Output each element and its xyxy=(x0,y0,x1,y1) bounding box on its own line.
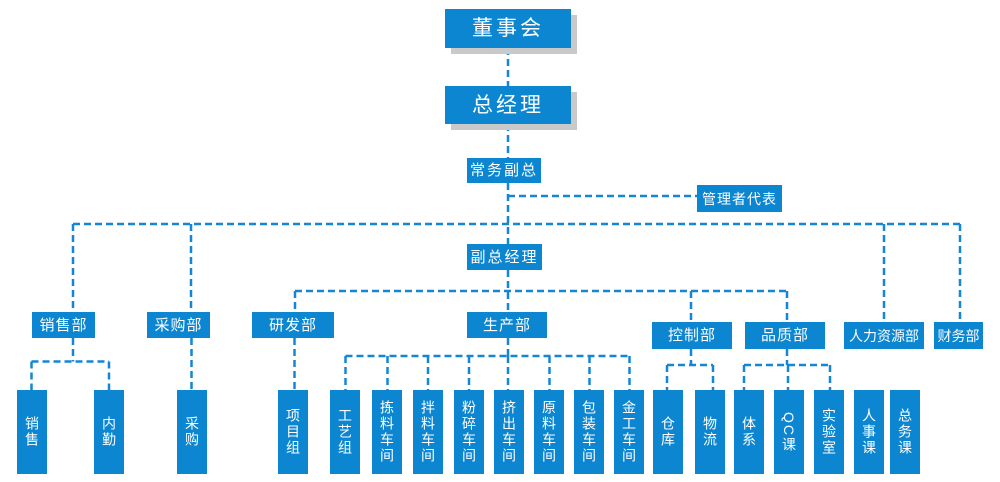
unit-crushing-workshop: 粉碎车间 xyxy=(454,390,484,474)
dept-quality-label: 品质部 xyxy=(760,327,809,344)
unit-packaging-workshop: 包装车间 xyxy=(574,390,604,474)
unit-picking-workshop: 拣料车间 xyxy=(372,390,402,474)
unit-warehouse: 仓库 xyxy=(653,390,683,474)
unit-office-support-label: 内勤 xyxy=(101,416,117,448)
unit-laboratory: 实验室 xyxy=(814,390,844,474)
unit-system: 体系 xyxy=(734,390,764,474)
unit-crushing-workshop-label: 粉碎车间 xyxy=(461,400,477,464)
dept-rnd-label: 研发部 xyxy=(268,316,317,334)
unit-mixing-workshop: 拌料车间 xyxy=(413,390,443,474)
dept-finance-label: 财务部 xyxy=(937,327,980,344)
dept-finance: 财务部 xyxy=(934,322,983,349)
node-management-representative: 管理者代表 xyxy=(697,185,782,212)
unit-office-support: 内勤 xyxy=(94,390,124,474)
node-deputy-general-manager: 副总经理 xyxy=(467,244,542,270)
unit-metalwork-workshop: 金工车间 xyxy=(614,390,644,474)
unit-purchasing: 采购 xyxy=(177,390,207,474)
node-deputy-general-manager-label: 副总经理 xyxy=(470,248,539,266)
dept-hr-label: 人力资源部 xyxy=(849,327,919,344)
node-general-manager: 总经理 xyxy=(445,86,571,124)
unit-personnel-section: 人事课 xyxy=(854,390,884,474)
node-executive-deputy-label: 常务副总 xyxy=(469,162,538,179)
dept-sales-label: 销售部 xyxy=(39,316,88,334)
unit-mixing-workshop-label: 拌料车间 xyxy=(420,400,436,464)
unit-system-label: 体系 xyxy=(741,416,757,448)
unit-extrusion-workshop: 挤出车间 xyxy=(494,390,524,474)
unit-logistics-label: 物流 xyxy=(702,416,718,448)
node-management-representative-label: 管理者代表 xyxy=(702,190,777,207)
dept-hr: 人力资源部 xyxy=(844,322,924,349)
unit-qc-section: QC课 xyxy=(774,390,804,474)
node-board-label: 董事会 xyxy=(472,17,544,40)
unit-qc-section-label: QC课 xyxy=(781,411,797,453)
dept-purchasing: 采购部 xyxy=(147,312,210,338)
dept-production-label: 生产部 xyxy=(482,316,531,334)
dept-control: 控制部 xyxy=(652,322,732,349)
dept-sales: 销售部 xyxy=(32,312,95,338)
unit-metalwork-workshop-label: 金工车间 xyxy=(621,400,637,464)
node-board: 董事会 xyxy=(445,9,571,48)
unit-process-team: 工艺组 xyxy=(330,390,360,474)
unit-raw-material-workshop-label: 原料车间 xyxy=(541,400,557,464)
dept-rnd: 研发部 xyxy=(252,312,334,338)
node-executive-deputy: 常务副总 xyxy=(467,158,541,183)
unit-sales: 销售 xyxy=(17,390,47,474)
unit-personnel-section-label: 人事课 xyxy=(861,408,877,456)
unit-project-team-label: 项目组 xyxy=(285,408,301,456)
unit-laboratory-label: 实验室 xyxy=(821,408,837,456)
unit-general-affairs-section: 总务课 xyxy=(890,390,920,474)
unit-packaging-workshop-label: 包装车间 xyxy=(581,400,597,464)
unit-logistics: 物流 xyxy=(695,390,725,474)
unit-extrusion-workshop-label: 挤出车间 xyxy=(501,400,517,464)
unit-raw-material-workshop: 原料车间 xyxy=(534,390,564,474)
dept-control-label: 控制部 xyxy=(667,327,716,344)
node-general-manager-label: 总经理 xyxy=(472,93,544,117)
unit-general-affairs-section-label: 总务课 xyxy=(897,408,913,456)
dept-production: 生产部 xyxy=(467,312,547,338)
unit-picking-workshop-label: 拣料车间 xyxy=(379,400,395,464)
unit-purchasing-label: 采购 xyxy=(184,416,200,448)
unit-process-team-label: 工艺组 xyxy=(337,408,353,456)
dept-quality: 品质部 xyxy=(745,322,825,349)
unit-sales-label: 销售 xyxy=(24,416,40,448)
dept-purchasing-label: 采购部 xyxy=(154,316,203,334)
unit-warehouse-label: 仓库 xyxy=(660,416,676,448)
unit-project-team: 项目组 xyxy=(278,390,308,474)
